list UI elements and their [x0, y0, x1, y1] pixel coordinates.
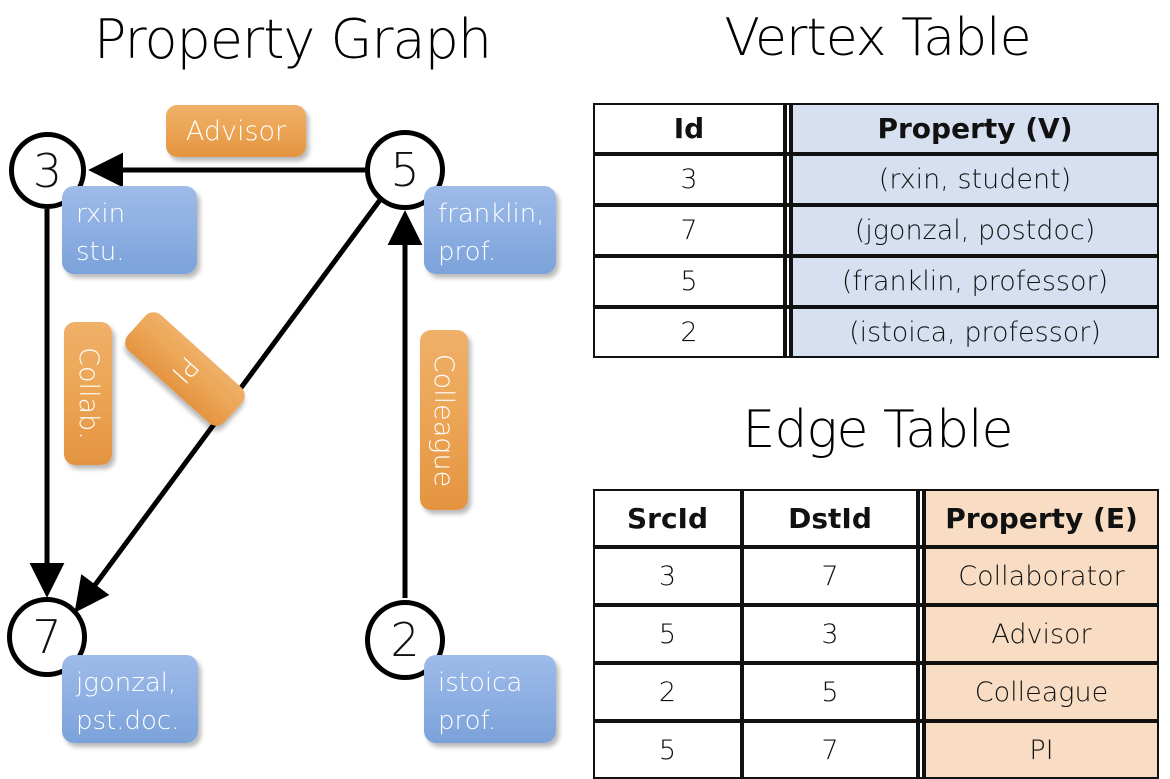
- property-graph-panel: Property Graph 3 5 7 2 rxin stu. frankli…: [0, 0, 585, 760]
- edge-table: SrcId DstId Property (E) 3 7 Collaborato…: [593, 489, 1159, 779]
- vertex-col-header-id: Id: [593, 103, 785, 154]
- table-row[interactable]: 3 7 Collaborator: [593, 547, 1159, 605]
- edge-cell-property: Colleague: [924, 663, 1159, 721]
- node-7-property-box: jgonzal, pst.doc.: [62, 655, 198, 743]
- edge-cell-srcid: 3: [593, 547, 742, 605]
- table-row[interactable]: 5 (franklin, professor): [593, 256, 1159, 307]
- table-row[interactable]: 3 (rxin, student): [593, 154, 1159, 205]
- node-2-label: 2: [390, 613, 420, 667]
- node-3-label: 3: [32, 143, 63, 198]
- node-2[interactable]: 2: [365, 600, 445, 680]
- edge-cell-property: Collaborator: [924, 547, 1159, 605]
- column-gap: [785, 103, 791, 154]
- page-title-vertex-table: Vertex Table: [724, 8, 1031, 68]
- table-row[interactable]: 2 5 Colleague: [593, 663, 1159, 721]
- column-gap: [918, 605, 924, 663]
- vertex-cell-property: (istoica, professor): [791, 307, 1159, 358]
- node-7-prop-line1: jgonzal,: [76, 668, 177, 698]
- edge-cell-dstid: 3: [742, 605, 918, 663]
- node-7-label: 7: [32, 610, 62, 664]
- page-title-property-graph: Property Graph: [93, 8, 492, 71]
- vertex-cell-id: 3: [593, 154, 785, 205]
- node-3-prop-line1: rxin: [76, 199, 126, 229]
- edge-cell-property: PI: [924, 721, 1159, 779]
- column-gap: [785, 307, 791, 358]
- edge-col-header-property: Property (E): [924, 489, 1159, 547]
- vertex-cell-property: (franklin, professor): [791, 256, 1159, 307]
- edge-cell-srcid: 5: [593, 721, 742, 779]
- vertex-cell-id: 2: [593, 307, 785, 358]
- edge-label-advisor: Advisor: [166, 105, 306, 157]
- node-7-prop-line2: pst.doc.: [76, 705, 180, 736]
- table-row[interactable]: 2 (istoica, professor): [593, 307, 1159, 358]
- edge-cell-dstid: 7: [742, 721, 918, 779]
- edge-table-header-row: SrcId DstId Property (E): [593, 489, 1159, 547]
- column-gap: [785, 205, 791, 256]
- node-5-label: 5: [390, 143, 420, 197]
- edge-col-header-srcid: SrcId: [593, 489, 742, 547]
- edge-cell-property: Advisor: [924, 605, 1159, 663]
- node-2-prop-line1: istoica: [438, 668, 523, 698]
- edge-cell-srcid: 5: [593, 605, 742, 663]
- edge-label-advisor-text: Advisor: [185, 115, 287, 147]
- vertex-cell-id: 5: [593, 256, 785, 307]
- table-row[interactable]: 7 (jgonzal, postdoc): [593, 205, 1159, 256]
- page-title-edge-table: Edge Table: [742, 400, 1013, 460]
- edge-label-pi-text: PI: [165, 349, 205, 389]
- edge-label-colleague-text: Colleague: [428, 353, 460, 487]
- column-gap: [918, 663, 924, 721]
- vertex-cell-id: 7: [593, 205, 785, 256]
- table-row[interactable]: 5 7 PI: [593, 721, 1159, 779]
- node-3-prop-line2: stu.: [76, 236, 125, 267]
- edge-cell-dstid: 7: [742, 547, 918, 605]
- node-5-property-box: franklin, prof.: [424, 186, 556, 274]
- edge-cell-dstid: 5: [742, 663, 918, 721]
- column-gap: [785, 154, 791, 205]
- node-3-property-box: rxin stu.: [62, 186, 197, 274]
- vertex-cell-property: (rxin, student): [791, 154, 1159, 205]
- vertex-table-header-row: Id Property (V): [593, 103, 1159, 154]
- edge-col-header-dstid: DstId: [742, 489, 918, 547]
- edge-label-colleague: Colleague: [420, 330, 468, 510]
- node-5-prop-line1: franklin,: [438, 199, 545, 229]
- edge-label-collab-text: Collab.: [72, 347, 104, 440]
- node-5[interactable]: 5: [365, 130, 445, 210]
- edge-cell-srcid: 2: [593, 663, 742, 721]
- vertex-col-header-property: Property (V): [791, 103, 1159, 154]
- vertex-table: Id Property (V) 3 (rxin, student) 7 (jgo…: [593, 103, 1159, 358]
- table-row[interactable]: 5 3 Advisor: [593, 605, 1159, 663]
- node-5-prop-line2: prof.: [438, 236, 497, 267]
- edge-label-collab: Collab.: [64, 322, 112, 465]
- node-2-prop-line2: prof.: [438, 705, 497, 736]
- column-gap: [918, 489, 924, 547]
- node-2-property-box: istoica prof.: [424, 655, 556, 743]
- column-gap: [785, 256, 791, 307]
- vertex-cell-property: (jgonzal, postdoc): [791, 205, 1159, 256]
- column-gap: [918, 547, 924, 605]
